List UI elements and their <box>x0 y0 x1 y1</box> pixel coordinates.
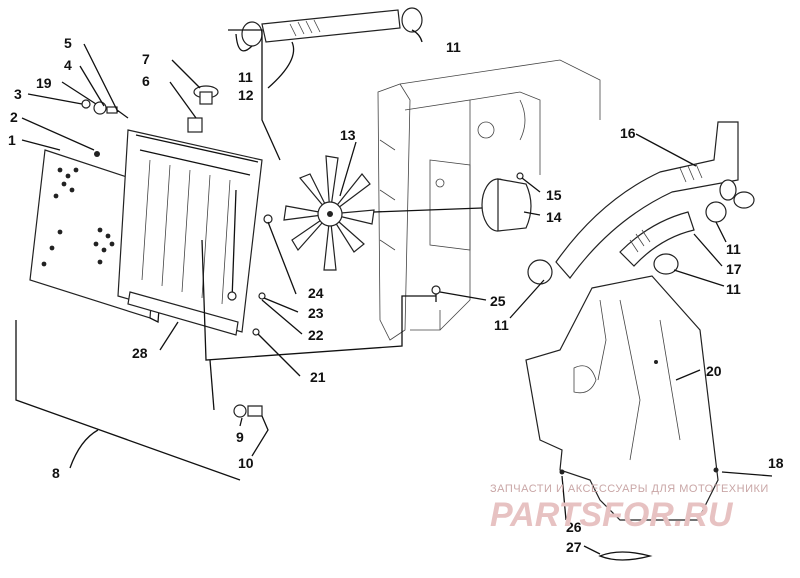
callout-14: 14 <box>546 209 562 225</box>
callout-28: 28 <box>132 345 148 361</box>
watermark: ЗАПЧАСТИ И АКСЕССУАРЫ ДЛЯ МОТОТЕХНИКИ PA… <box>490 483 769 534</box>
watermark-logo: PARTSFOR.RU <box>490 496 734 534</box>
callout-3: 3 <box>14 86 22 102</box>
callout-7: 7 <box>142 51 150 67</box>
engine-frame <box>377 59 601 341</box>
leader-lines <box>15 29 773 555</box>
callout-11d: 11 <box>726 281 741 297</box>
watermark-tagline: ЗАПЧАСТИ И АКСЕССУАРЫ ДЛЯ МОТОТЕХНИКИ <box>490 483 769 495</box>
callout-11c: 11 <box>726 241 741 257</box>
callout-17: 17 <box>726 261 742 277</box>
callout-27: 27 <box>566 539 582 555</box>
filler-cap <box>187 85 219 133</box>
callout-19: 19 <box>36 75 52 91</box>
callout-5: 5 <box>64 35 72 51</box>
side-panel <box>525 275 719 521</box>
fan-motor <box>373 172 532 232</box>
wire-tie <box>598 551 653 561</box>
callout-22: 22 <box>308 327 324 343</box>
callout-26: 26 <box>566 519 582 535</box>
mount-hardware <box>233 214 441 418</box>
radiator-core <box>117 129 263 336</box>
callout-15: 15 <box>546 187 562 203</box>
callout-1: 1 <box>8 132 16 148</box>
callout-24: 24 <box>308 285 324 301</box>
callout-11e: 11 <box>494 317 509 333</box>
callout-2: 2 <box>10 109 18 125</box>
callout-23: 23 <box>308 305 324 321</box>
right-hose <box>555 121 755 279</box>
lower-hose <box>527 201 727 285</box>
small-fittings <box>81 99 129 157</box>
callout-25: 25 <box>490 293 506 309</box>
callout-6: 6 <box>142 73 150 89</box>
callout-11a: 11 <box>238 69 253 85</box>
callout-8: 8 <box>52 465 60 481</box>
upper-hose <box>241 7 423 47</box>
cooling-fan <box>283 155 375 271</box>
callout-16: 16 <box>620 125 636 141</box>
callout-20: 20 <box>706 363 722 379</box>
callout-12: 12 <box>238 87 254 103</box>
callout-10: 10 <box>238 455 254 471</box>
callout-21: 21 <box>310 369 326 385</box>
callout-18: 18 <box>768 455 784 471</box>
callout-4: 4 <box>64 57 72 73</box>
callout-11b: 11 <box>446 39 461 55</box>
callout-labels: 1 2 3 19 4 5 6 7 11 12 11 13 15 14 16 11… <box>8 35 784 555</box>
callout-13: 13 <box>340 127 356 143</box>
callout-9: 9 <box>236 429 244 445</box>
